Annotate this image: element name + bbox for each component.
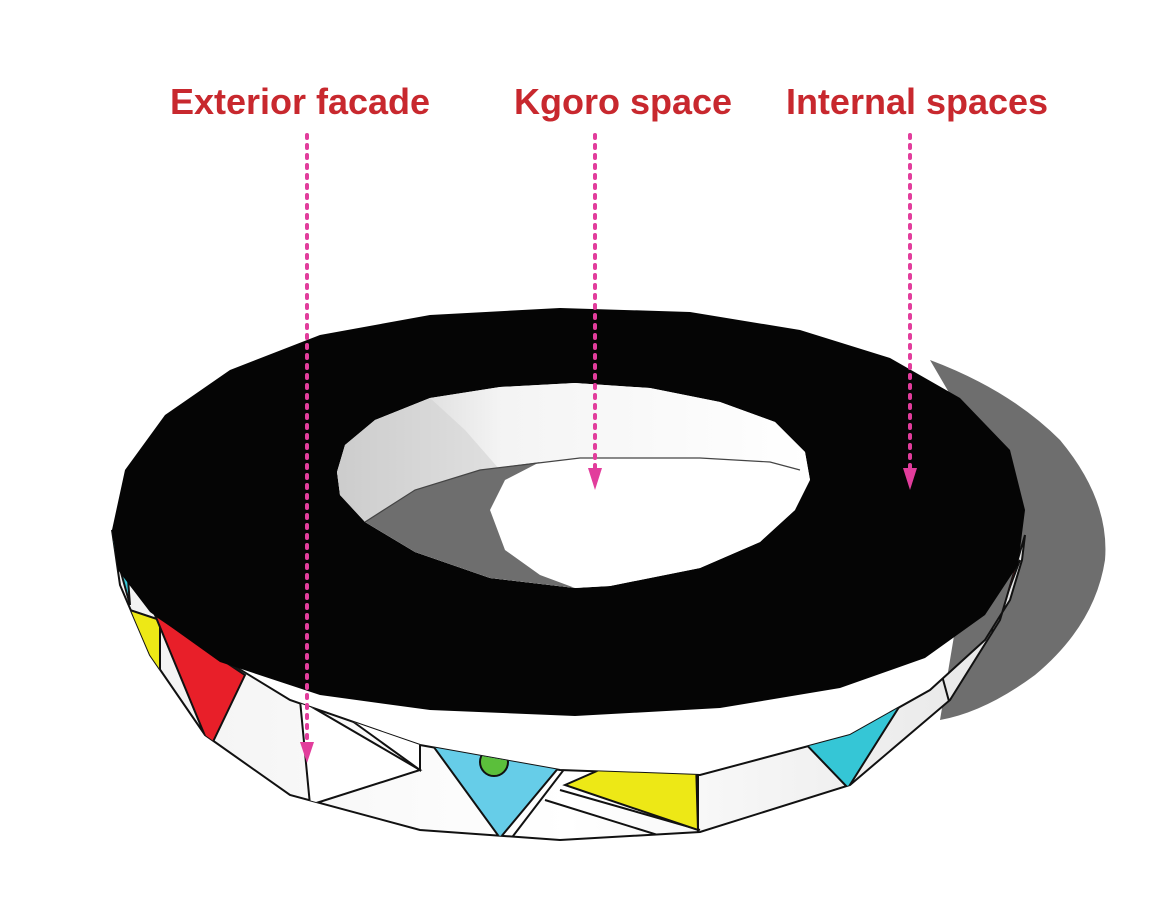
internal-spaces-pointer — [903, 133, 917, 490]
kgoro-inner-wall — [337, 383, 810, 522]
exterior-facade-label: Exterior facade — [169, 81, 431, 122]
internal-spaces-label: Internal spaces — [785, 81, 1049, 122]
kgoro-space-pointer — [588, 133, 602, 490]
kgoro-floor-shadow — [365, 462, 575, 588]
kgoro-space-label: Kgoro space — [513, 81, 733, 122]
green-dot — [479, 747, 509, 777]
exterior-facade-pointer — [300, 133, 314, 763]
roof-ring — [112, 308, 1025, 716]
